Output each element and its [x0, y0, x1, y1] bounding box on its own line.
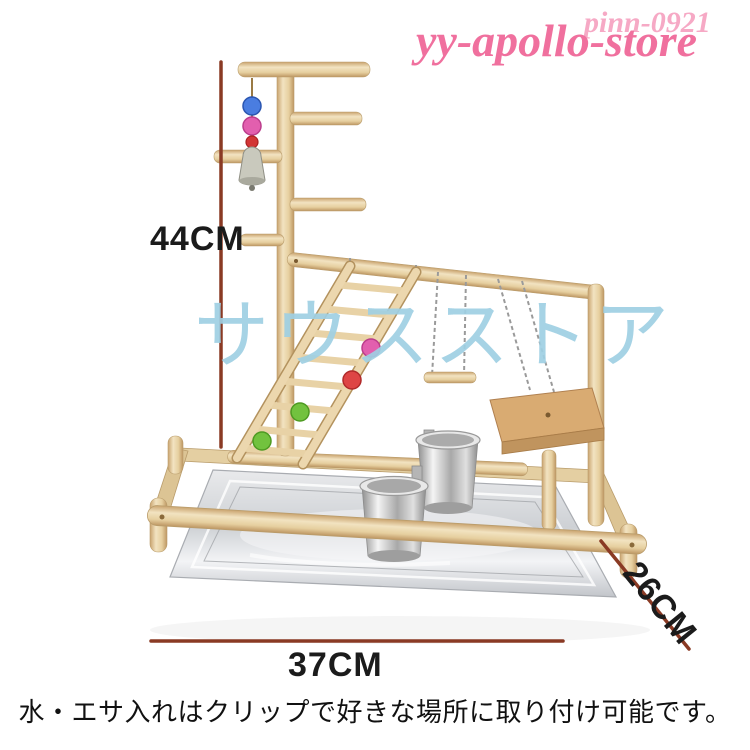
side-perch-upper-right: [289, 111, 363, 126]
caption-text: 水・エサ入れはクリップで好きな場所に取り付け可能です。: [18, 698, 732, 727]
depth-dimension-line: [599, 539, 691, 651]
watermark-store-handle: pinn-0921: [584, 6, 711, 39]
dimension-lines: [149, 60, 691, 651]
platform: [489, 387, 605, 531]
watermark-store-name-jp: サウスストア: [194, 293, 675, 377]
pink-bead: [242, 116, 262, 136]
side-perch-lower-right: [289, 197, 367, 212]
blue-bead: [242, 96, 262, 116]
height-dimension-label: 44CM: [150, 220, 245, 258]
steel-cup-back: [415, 429, 481, 514]
hanging-chains: [349, 258, 555, 393]
watermark-store-name: yy-apollo-store: [416, 15, 698, 66]
bead-bell-toy: [238, 78, 266, 191]
ladder: [231, 260, 422, 470]
width-dimension-label: 37CM: [288, 646, 383, 684]
side-perch-left-short: [239, 233, 285, 247]
steel-cup-front: [359, 465, 429, 562]
swing-perch: [423, 371, 477, 384]
red-bead: [245, 135, 259, 149]
ground-shadow: [150, 616, 650, 644]
ladder-beads: [252, 338, 381, 451]
top-perch: [237, 61, 371, 78]
front-rail: [146, 505, 647, 555]
